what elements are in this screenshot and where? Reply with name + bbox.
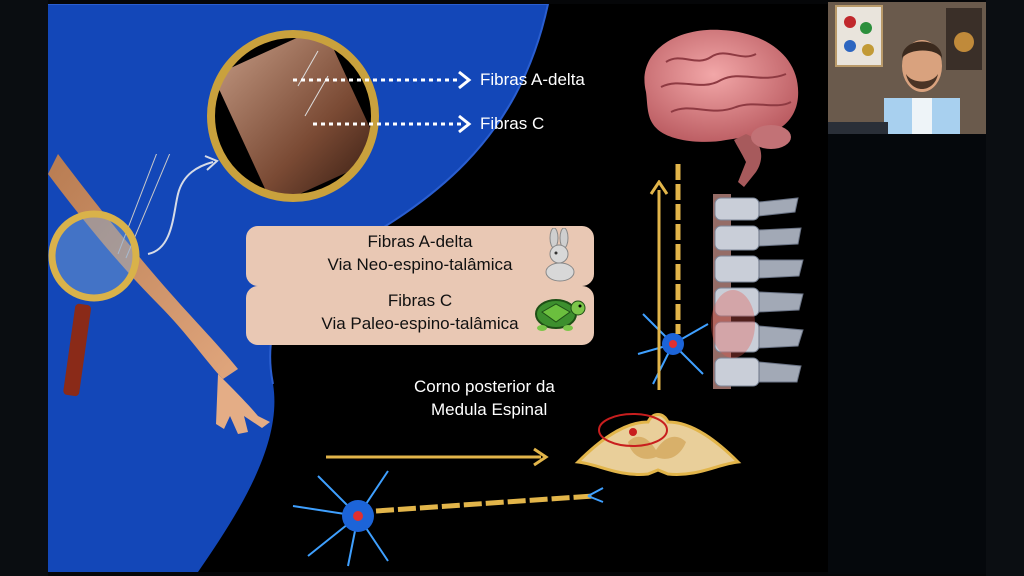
- rabbit-icon: [545, 228, 575, 282]
- left-margin: [0, 0, 48, 576]
- corno-label-line2: Medula Espinal: [431, 400, 548, 419]
- dotted-arrow-c: [313, 114, 472, 134]
- horizontal-arrow: [326, 447, 549, 467]
- upward-arrow: [649, 180, 669, 390]
- corno-label-line1: Corno posterior da: [414, 377, 555, 396]
- info-box-c: Fibras C Via Paleo-espino-talâmica: [246, 286, 594, 345]
- right-margin: [986, 0, 1024, 576]
- neuron-lower: [292, 470, 604, 567]
- callout-fibras-a-delta: Fibras A-delta: [480, 70, 585, 89]
- presentation-slide: Fibras A-delta Fibras C Fibras A-delta V…: [48, 4, 828, 572]
- box-c-subtitle: Via Paleo-espino-talâmica: [321, 314, 519, 333]
- brain-illustration: [644, 29, 799, 187]
- magnifier-icon: [48, 210, 140, 397]
- box-a-subtitle: Via Neo-espino-talâmica: [327, 255, 513, 274]
- spinal-cord-cross-section: [574, 413, 742, 476]
- spine-illustration: [711, 194, 804, 389]
- ascending-axon: [675, 164, 681, 334]
- dotted-arrow-a-delta: [293, 70, 472, 90]
- turtle-icon: [535, 299, 586, 331]
- presenter-figure: [828, 2, 986, 134]
- zoomed-skin-circle: [207, 30, 379, 202]
- info-box-a-delta: Fibras A-delta Via Neo-espino-talâmica: [246, 226, 594, 286]
- presenter-video-feed[interactable]: [828, 2, 986, 134]
- callout-fibras-c: Fibras C: [480, 114, 545, 133]
- box-a-title: Fibras A-delta: [367, 232, 473, 251]
- arm-illustration: [48, 154, 270, 434]
- box-c-title: Fibras C: [387, 291, 453, 310]
- curved-arrow: [147, 155, 219, 255]
- video-sidebar-dark: [828, 134, 986, 574]
